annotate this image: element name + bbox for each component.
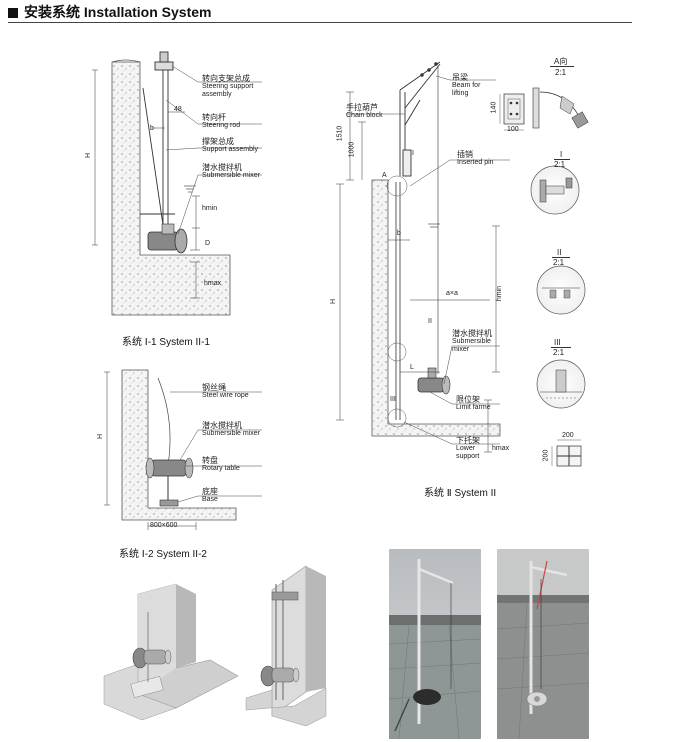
s3-dim-b: b xyxy=(397,230,401,237)
page-title: 安装系统 Installation System xyxy=(8,2,211,22)
s3-dim-1000: 1000 xyxy=(348,141,356,158)
s3-dim-axa: a×a xyxy=(446,290,458,297)
detail-base-dim-200-left: 200 xyxy=(542,449,550,462)
detail-iii-title: III xyxy=(554,338,561,347)
s2-label-mixer: 潜水搅拌机 Submersible mixer xyxy=(202,421,260,438)
s2-dim-base: 800×600 xyxy=(150,522,178,529)
s2-rope xyxy=(157,377,171,466)
s2-label-base: 底座 Base xyxy=(202,487,218,504)
s1-leaders xyxy=(165,65,262,235)
s3-dim-1510: 1510 xyxy=(336,125,344,142)
s3-dims xyxy=(336,91,500,453)
detail-a-drawing xyxy=(499,87,589,131)
s1-dim-h-label: H xyxy=(85,152,93,159)
s3-mixer xyxy=(417,367,451,395)
detail-a-dim-140: 140 xyxy=(490,101,498,114)
s1-rod xyxy=(140,51,175,226)
header-rule xyxy=(8,22,632,23)
s1-dim-hmax: hmax xyxy=(204,280,222,287)
s3-label-mixer: 潜水搅拌机 Submersible mixer xyxy=(452,329,492,354)
s2-dim-h-label: H xyxy=(97,433,105,440)
render-2 xyxy=(245,565,327,727)
s3-marker-i: I xyxy=(412,150,414,157)
detail-a-dim-100: 100 xyxy=(507,126,519,133)
s1-wall xyxy=(111,59,231,316)
render-1 xyxy=(103,583,239,721)
s2-label-rotary: 转盘 Rotary table xyxy=(202,456,240,473)
s1-dim-b: b xyxy=(150,125,154,132)
photo-1 xyxy=(389,549,481,739)
s3-water-level xyxy=(428,223,440,228)
detail-iii-scale: 2:1 xyxy=(553,348,565,357)
s1-dims-right xyxy=(152,111,200,299)
detail-ii-title: II xyxy=(557,248,562,257)
s3-crane xyxy=(399,61,441,177)
s1-dim-h xyxy=(92,69,98,246)
s3-leaders xyxy=(346,75,510,445)
s1-label-steering-rod: 转向杆 Steering rod xyxy=(202,113,241,130)
s2-caption: 系统 Ⅰ-2 System II-2 xyxy=(119,549,207,560)
s1-label-mixer: 潜水搅拌机 Submersible mixer xyxy=(202,163,260,180)
s1-mixer xyxy=(147,223,188,254)
s1-label-support: 撑架总成 Support assembly xyxy=(202,137,259,154)
photo-2 xyxy=(497,549,589,739)
s3-detail-markers xyxy=(386,175,408,428)
detail-ii-rule xyxy=(552,257,570,258)
s3-label-limit: 限位架 Limit farme xyxy=(456,395,491,412)
s2-wall xyxy=(121,369,237,521)
s3-marker-a: A xyxy=(382,172,387,179)
s2-label-rope: 钢丝绳 Steel wire rope xyxy=(202,383,249,400)
s3-dim-l: L xyxy=(410,364,414,371)
s3-label-chain: 手拉葫芦 Chain block xyxy=(346,103,383,120)
s3-marker-iii: III xyxy=(390,396,396,403)
detail-ii-scale: 2:1 xyxy=(553,258,565,267)
s3-rail xyxy=(395,182,401,420)
detail-i-scale: 2:1 xyxy=(554,160,566,169)
s2-leaders xyxy=(170,391,262,503)
detail-base-dim-200-top: 200 xyxy=(562,432,574,439)
s3-marker-ii: II xyxy=(428,318,432,325)
detail-i-rule xyxy=(554,159,570,160)
s2-mixer xyxy=(145,457,194,507)
s1-dim-d: D xyxy=(205,240,211,247)
detail-base-plate xyxy=(551,439,582,467)
square-bullet-icon xyxy=(8,8,18,18)
s3-caption: 系统 Ⅱ System II xyxy=(424,488,497,499)
s2-dim-h xyxy=(104,371,197,530)
s1-dim-48: 48 xyxy=(174,106,182,113)
detail-a-title: A向 xyxy=(554,57,568,66)
s3-dim-h: H xyxy=(330,298,338,305)
s3-dim-hmin: hmin xyxy=(496,285,504,302)
detail-a-scale: 2:1 xyxy=(555,68,567,77)
s1-caption: 系统 Ⅰ-1 System II-1 xyxy=(122,337,210,348)
s3-label-pin: 插销 Inserted pin xyxy=(457,150,494,167)
detail-a-title-rule xyxy=(550,66,574,67)
s3-label-lower: 下托架 Lower support xyxy=(456,436,480,461)
s1-water-level xyxy=(184,185,196,193)
s1-dim-hmin: hmin xyxy=(202,205,218,212)
detail-circles xyxy=(530,165,586,409)
s3-dim-hmax: hmax xyxy=(492,445,510,452)
s3-chain xyxy=(410,66,490,374)
s3-wall xyxy=(371,179,501,437)
s3-label-beam: 吊梁 Beam for lifting xyxy=(452,73,481,98)
detail-i-title: I xyxy=(560,150,563,159)
detail-iii-rule xyxy=(551,347,571,348)
s1-label-steering-support: 转向支架总成 Steering support assembly xyxy=(202,74,254,99)
